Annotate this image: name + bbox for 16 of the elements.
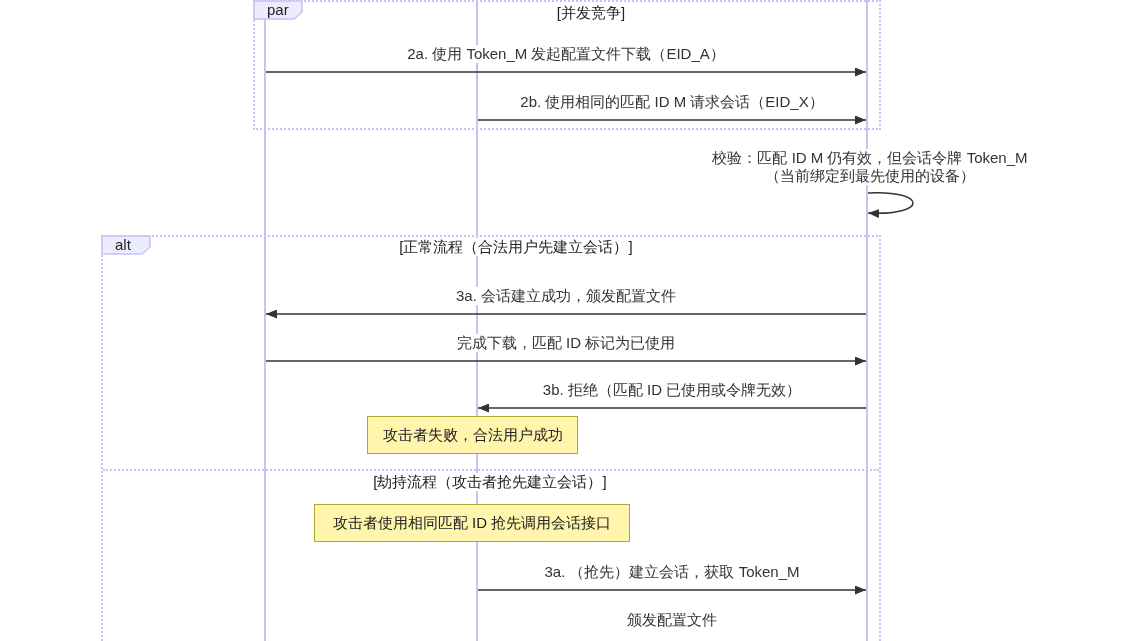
lifeline <box>866 0 868 641</box>
loop-arrow <box>867 192 914 218</box>
note-box: 攻击者使用相同匹配 ID 抢先调用会话接口 <box>314 504 630 542</box>
message-arrow <box>265 309 867 319</box>
message-arrow <box>265 67 867 77</box>
lifeline <box>264 20 266 641</box>
message-label: 颁发配置文件 <box>625 611 719 629</box>
fragment-tag: par <box>253 0 303 20</box>
message-label: 3a. 会话建立成功，颁发配置文件 <box>454 287 678 305</box>
message-label: 3a. （抢先）建立会话，获取 Token_M <box>542 563 802 581</box>
message-arrow <box>477 115 867 125</box>
message-arrow <box>265 356 867 366</box>
fragment-tag: alt <box>101 235 151 255</box>
message-arrow <box>477 585 867 595</box>
note-box: 攻击者失败，合法用户成功 <box>367 416 578 454</box>
message-arrow <box>477 403 867 413</box>
